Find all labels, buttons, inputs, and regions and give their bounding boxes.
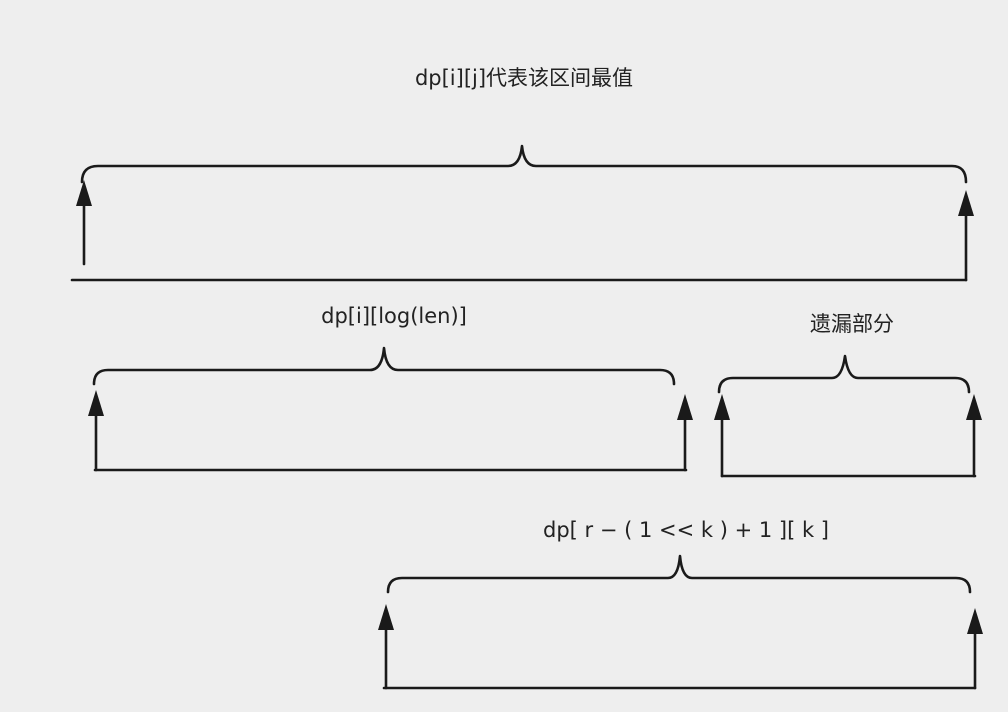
interval-left bbox=[88, 346, 693, 472]
arrow-up-icon bbox=[677, 394, 693, 420]
brace-left bbox=[92, 346, 676, 386]
arrow-up-icon bbox=[966, 394, 982, 420]
brace-full bbox=[80, 144, 968, 184]
arrow-up-icon bbox=[967, 608, 983, 634]
arrow-up-icon bbox=[76, 180, 92, 206]
brace-bottom bbox=[386, 554, 972, 594]
brace-missing bbox=[717, 354, 971, 394]
interval-bottom bbox=[378, 554, 983, 690]
interval-full bbox=[70, 144, 974, 282]
arrow-up-icon bbox=[958, 190, 974, 216]
label-missing-part: 遗漏部分 bbox=[810, 312, 894, 336]
interval-missing bbox=[714, 354, 982, 478]
label-right-range: dp[ r − ( 1 << k ) + 1 ][ k ] bbox=[543, 518, 829, 542]
label-left-range: dp[i][log(len)] bbox=[321, 304, 467, 328]
arrow-up-icon bbox=[714, 394, 730, 420]
label-full-range: dp[i][j]代表该区间最值 bbox=[414, 66, 634, 90]
arrow-up-icon bbox=[378, 604, 394, 630]
arrow-up-icon bbox=[88, 390, 104, 416]
